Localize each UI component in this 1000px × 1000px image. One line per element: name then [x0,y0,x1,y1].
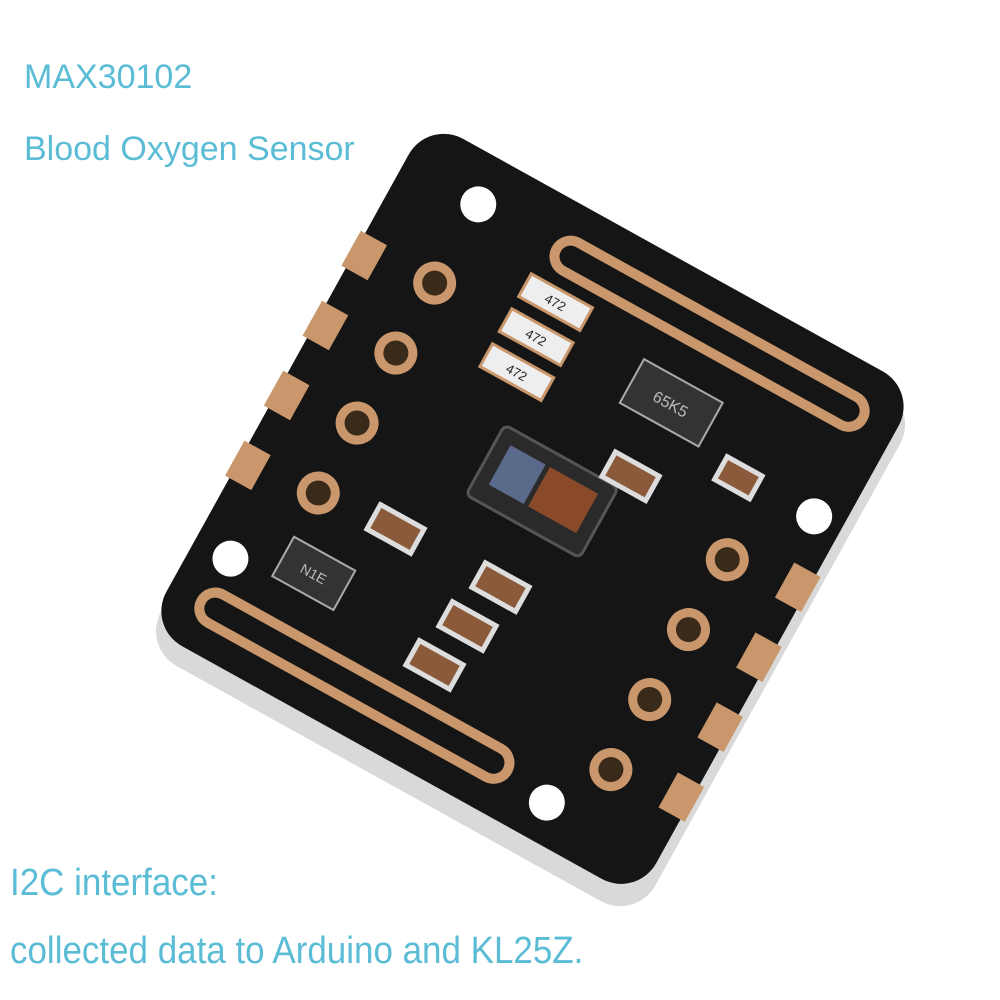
resistors: 472 472 472 [477,271,595,403]
product-subtitle: Blood Oxygen Sensor [24,130,355,168]
castellated-pads-left [225,230,388,491]
transistor-chip: N1E [270,535,357,612]
castellated-pads-right [658,562,821,822]
product-title: MAX30102 [24,58,193,96]
capacitors [363,448,766,693]
gold-slot-bottom [194,587,515,784]
through-hole-pads [296,261,749,792]
regulator-chip: 65K5 [618,357,725,448]
max30102-sensor [466,425,618,558]
interface-heading: I2C interface: [10,862,218,904]
interface-description: collected data to Arduino and KL25Z. [10,930,584,972]
gold-slot-top [549,235,870,432]
mounting-holes [212,186,833,821]
